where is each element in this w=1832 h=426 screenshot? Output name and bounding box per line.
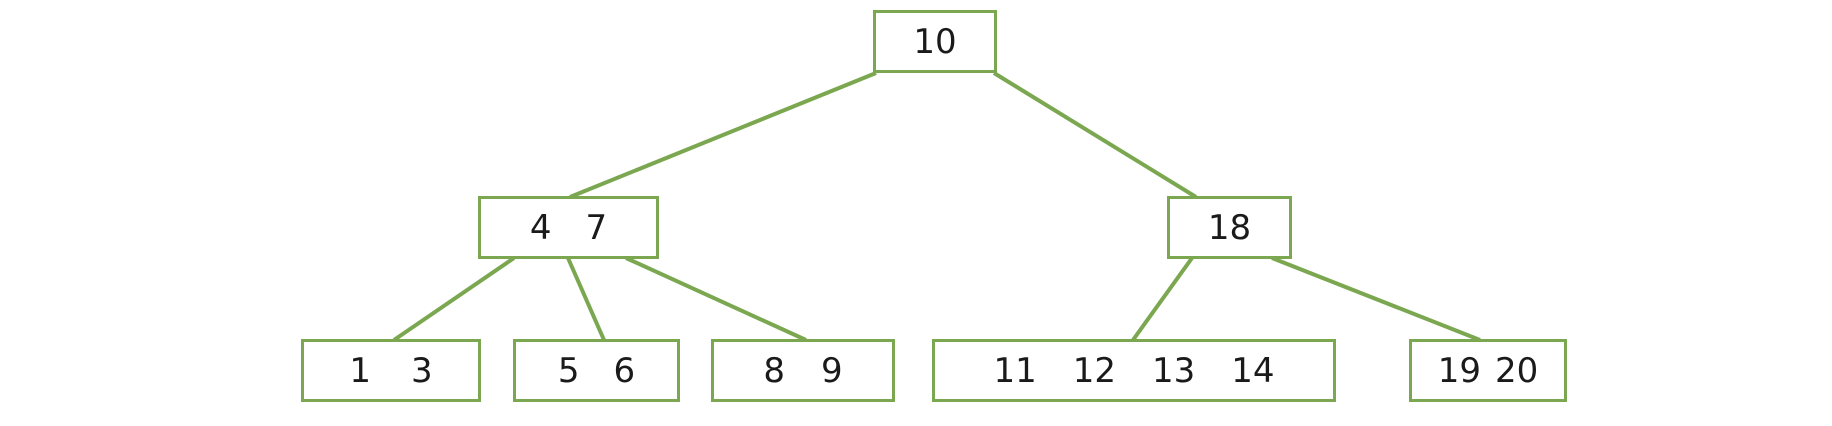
- btree-key: 6: [613, 350, 636, 391]
- btree-key: 11: [993, 350, 1037, 391]
- edge-root-right: [992, 71, 1198, 199]
- btree-key: 12: [1072, 350, 1116, 391]
- btree-key: 5: [557, 350, 580, 391]
- btree-key: 14: [1231, 350, 1275, 391]
- btree-node-leaf-4[interactable]: 11 12 13 14: [932, 339, 1336, 402]
- btree-node-keys: 18: [1208, 211, 1251, 245]
- btree-key: 3: [411, 350, 433, 391]
- btree-key: 7: [585, 207, 608, 248]
- edge-left-3: [625, 256, 807, 342]
- btree-node-root[interactable]: 10: [873, 10, 997, 73]
- btree-key: 8: [763, 350, 785, 391]
- btree-node-internal-right[interactable]: 18: [1167, 196, 1292, 259]
- btree-key: 20: [1495, 350, 1539, 391]
- btree-key: 4: [529, 207, 552, 248]
- btree-key: 10: [913, 21, 957, 62]
- btree-key: 18: [1207, 207, 1252, 248]
- btree-node-keys: 10: [913, 25, 956, 59]
- btree-key: 9: [821, 350, 843, 391]
- btree-key: 19: [1437, 350, 1481, 391]
- edge-root-left: [569, 71, 877, 199]
- btree-key: 1: [349, 350, 371, 391]
- edge-right-1: [1131, 256, 1194, 342]
- edge-right-2: [1271, 256, 1481, 342]
- edge-left-2: [566, 257, 606, 341]
- edge-left-1: [392, 256, 516, 342]
- btree-key: 13: [1152, 350, 1196, 391]
